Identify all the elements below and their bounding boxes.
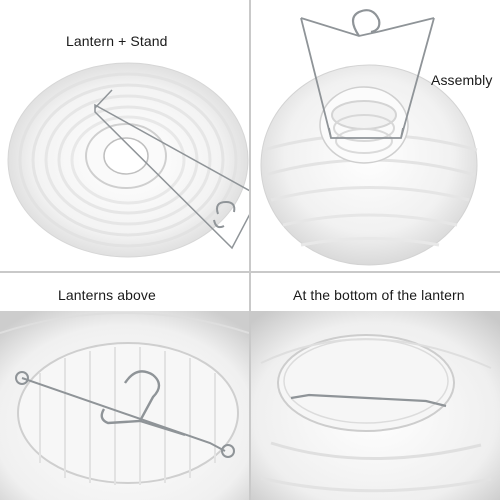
panel-caption: Lantern + Stand bbox=[66, 33, 168, 49]
lantern-top-view-image bbox=[0, 311, 249, 500]
panel-assembly: Assembly bbox=[251, 0, 500, 271]
vertical-divider bbox=[249, 0, 251, 500]
panel-caption: Assembly bbox=[431, 72, 493, 88]
panel-caption: Lanterns above bbox=[58, 287, 156, 303]
folded-lantern-with-stand-image bbox=[7, 62, 249, 258]
panel-lantern-and-stand: Lantern + Stand bbox=[0, 0, 249, 271]
lantern-bottom-view-image bbox=[251, 311, 500, 500]
horizontal-divider bbox=[0, 271, 500, 273]
panel-caption: At the bottom of the lantern bbox=[293, 287, 465, 303]
panel-lanterns-above: Lanterns above bbox=[0, 273, 249, 500]
panel-bottom-of-lantern: At the bottom of the lantern bbox=[251, 273, 500, 500]
assembled-lantern-image bbox=[260, 9, 478, 266]
